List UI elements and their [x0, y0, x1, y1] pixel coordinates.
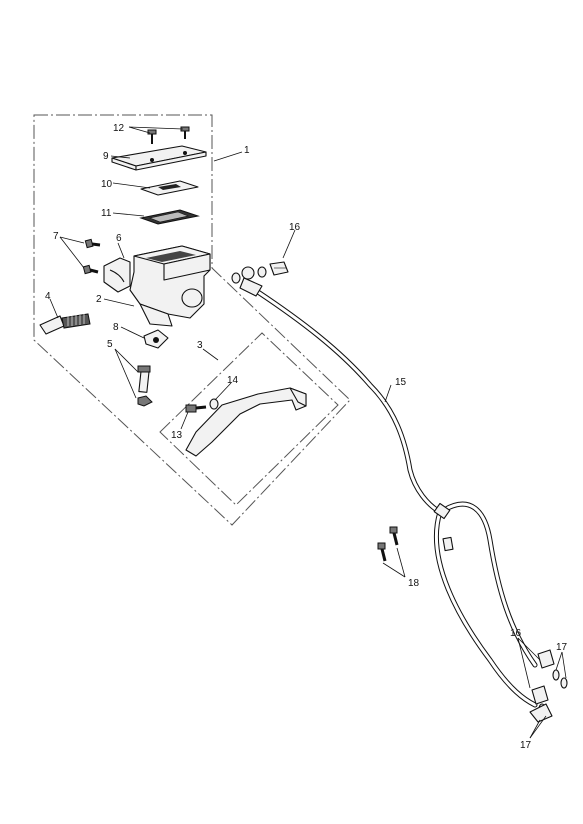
brake-hoses — [239, 277, 538, 708]
callout-17-lower: 17 — [520, 740, 532, 751]
banjo-fittings-lower — [529, 649, 568, 723]
reservoir-diaphragm — [139, 209, 200, 225]
callout-3: 3 — [197, 340, 203, 351]
callout-4: 4 — [45, 291, 51, 302]
fitting — [143, 329, 169, 349]
handlebar-clamp — [103, 257, 131, 293]
callout-6: 6 — [116, 233, 122, 244]
leader-lines — [49, 126, 567, 739]
callout-9: 9 — [103, 151, 109, 162]
brake-lever — [185, 387, 307, 457]
banjo-bolt-upper — [231, 261, 289, 284]
callout-8: 8 — [113, 322, 119, 333]
callout-15: 15 — [395, 377, 407, 388]
clamp-bolts — [82, 238, 101, 275]
hose-guide-bolts — [377, 526, 399, 562]
callout-17-upper: 17 — [556, 642, 568, 653]
callout-11: 11 — [101, 208, 112, 219]
callout-7: 7 — [53, 231, 59, 242]
lever-assembly-outline — [159, 332, 339, 506]
brake-light-switch — [39, 313, 91, 335]
callout-16-lower: 16 — [510, 628, 522, 639]
reservoir-plate — [140, 180, 199, 196]
reservoir-cap — [111, 145, 207, 171]
callout-10: 10 — [101, 179, 113, 190]
callout-12: 12 — [113, 123, 125, 134]
callout-16-upper: 16 — [289, 222, 301, 233]
callout-1: 1 — [244, 145, 250, 156]
lever-pivot-bolt — [137, 365, 153, 407]
master-cylinder-body — [129, 245, 211, 327]
reservoir-cap-screws — [147, 126, 190, 144]
master-cylinder-assembly-outline — [33, 114, 351, 526]
callout-2: 2 — [96, 294, 102, 305]
callout-5: 5 — [107, 339, 113, 350]
callout-18: 18 — [408, 578, 420, 589]
callout-14: 14 — [227, 375, 239, 386]
callout-13: 13 — [171, 430, 183, 441]
lever-adjuster — [185, 398, 219, 413]
